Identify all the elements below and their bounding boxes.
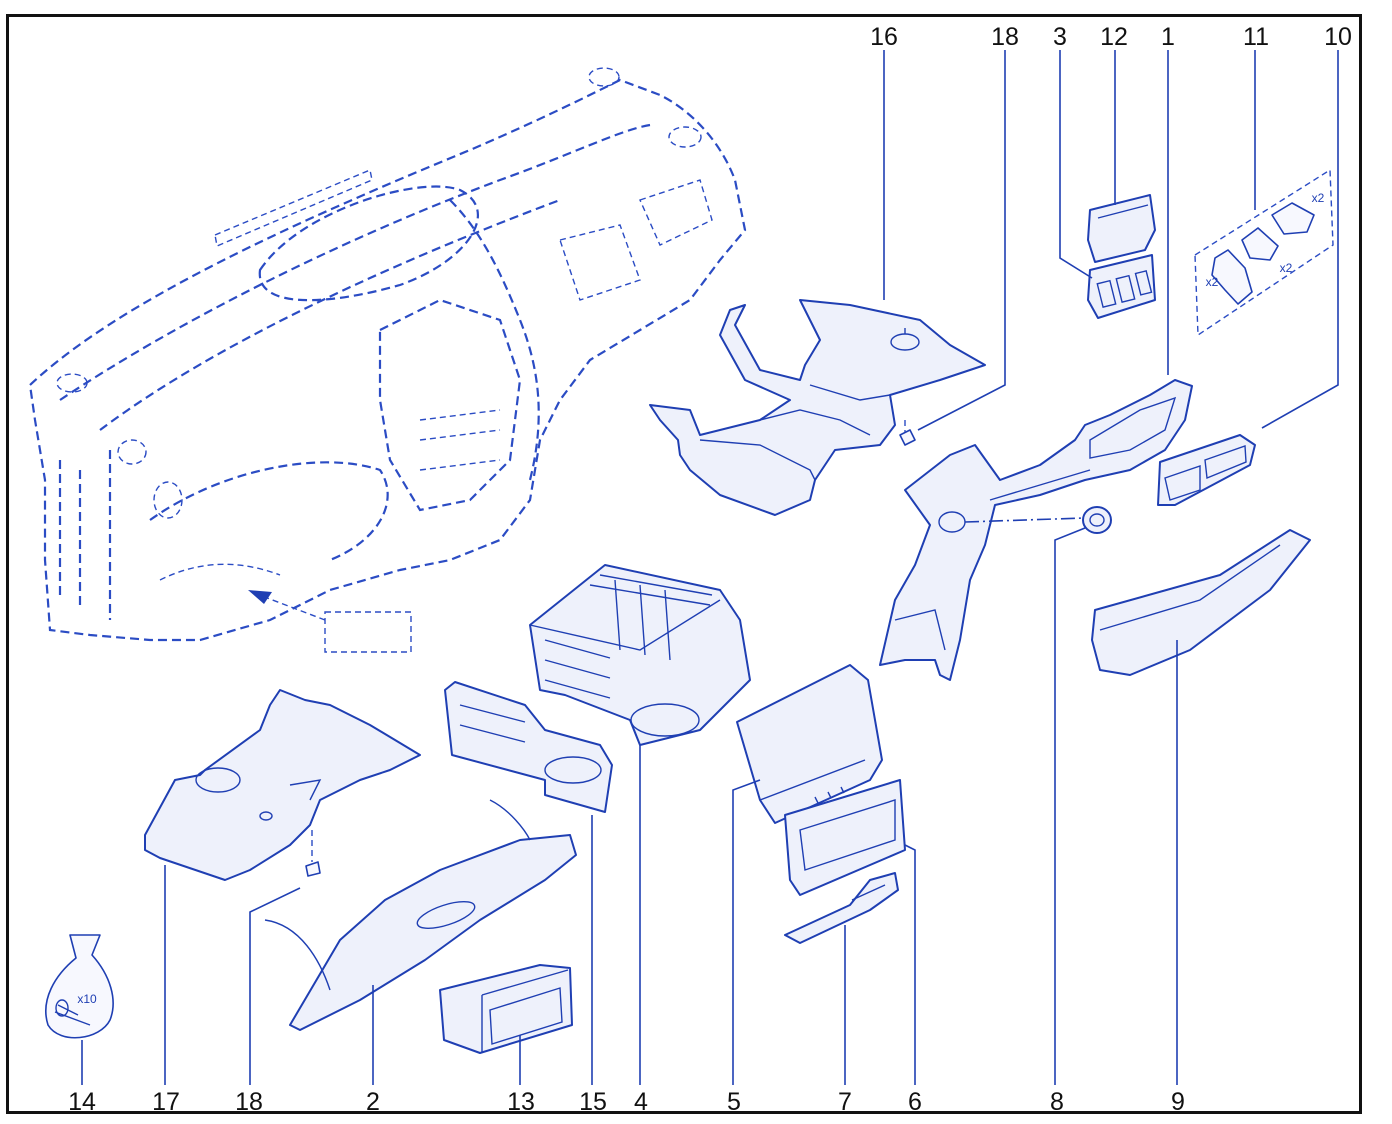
callout-2: 2 — [366, 1088, 380, 1116]
part-18-nut-lower — [305, 830, 321, 877]
callout-18-bottom: 18 — [235, 1088, 263, 1116]
callout-18-top: 18 — [991, 23, 1019, 51]
callout-numbers: 16 18 3 12 1 11 10 14 17 18 2 13 15 4 5 … — [68, 23, 1352, 1116]
callout-7: 7 — [838, 1088, 852, 1116]
callout-16: 16 — [870, 23, 898, 51]
qty-label-screw-bag: x10 — [77, 992, 97, 1006]
callout-8: 8 — [1050, 1088, 1064, 1116]
qty-label-clip-a: x2 — [1312, 191, 1325, 205]
callout-17: 17 — [152, 1088, 180, 1116]
callout-4: 4 — [634, 1088, 648, 1116]
part-10-switch-bezel — [1157, 434, 1256, 506]
callout-15: 15 — [579, 1088, 607, 1116]
part-5-flap — [736, 664, 883, 824]
part-1-center-console — [879, 379, 1193, 681]
qty-label-clip-c: x2 — [1206, 275, 1219, 289]
view-arrow — [248, 590, 326, 621]
part-8-grommet — [1082, 506, 1112, 534]
callout-10: 10 — [1324, 23, 1352, 51]
part-12-blank-cover — [1087, 194, 1156, 263]
callout-6: 6 — [908, 1088, 922, 1116]
part-15-cup-holder — [444, 681, 613, 813]
part-2-glovebox-lid — [264, 799, 577, 1031]
part-7-insert — [784, 872, 899, 944]
part-11-clip-set — [1194, 168, 1334, 337]
part-14-screw-bag — [45, 934, 114, 1039]
view-inset-box — [324, 611, 412, 653]
part-3-switch-panel — [1087, 254, 1156, 319]
part-18-nut-upper — [899, 420, 916, 446]
leader-lines — [81, 50, 1339, 1085]
dashboard-outline — [28, 67, 747, 642]
part-13-storage-pocket — [439, 964, 573, 1054]
part-4-stowage-unit — [529, 564, 751, 746]
callout-3: 3 — [1053, 23, 1067, 51]
callout-14: 14 — [68, 1088, 96, 1116]
alignment-line — [964, 517, 1086, 523]
callout-11: 11 — [1243, 23, 1269, 51]
part-16-tunnel-cover — [649, 299, 986, 516]
callout-9: 9 — [1171, 1088, 1185, 1116]
callout-13: 13 — [507, 1088, 535, 1116]
callout-1: 1 — [1161, 23, 1175, 51]
part-6-bezel — [784, 779, 906, 896]
callout-12: 12 — [1100, 23, 1128, 51]
qty-label-clip-b: x2 — [1280, 261, 1293, 275]
part-17-lower-trim — [144, 689, 421, 881]
callout-5: 5 — [727, 1088, 741, 1116]
part-9-storage-tray — [1091, 529, 1311, 676]
